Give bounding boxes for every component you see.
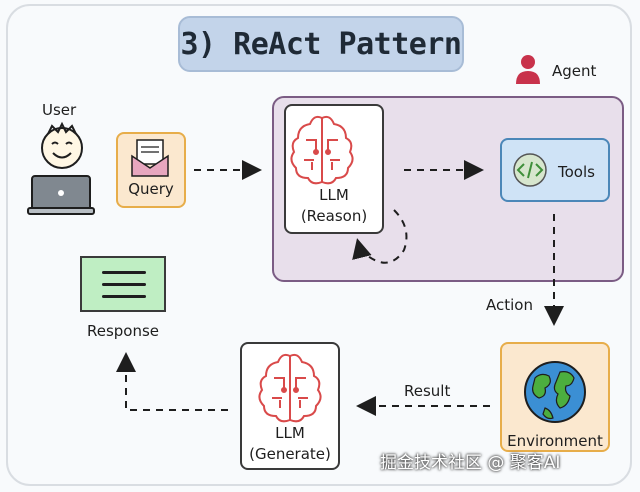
environment-label: Environment — [507, 432, 603, 450]
tools-label: Tools — [558, 163, 595, 181]
title-box: 3) ReAct Pattern — [178, 16, 464, 72]
llm-reason-label-line2: (Reason) — [300, 207, 368, 225]
user-label: User — [42, 101, 77, 119]
llm-reason-label-line1: LLM — [319, 186, 349, 204]
agent-label: Agent — [552, 62, 597, 80]
response-label: Response — [86, 322, 160, 340]
response-box — [80, 256, 166, 312]
diagram-title: 3) ReAct Pattern — [180, 26, 462, 62]
result-label: Result — [404, 382, 451, 400]
query-label: Query — [128, 180, 174, 198]
llm-generate-box — [240, 342, 340, 470]
watermark: 掘金技术社区 @ 聚客AI — [380, 453, 561, 473]
llm-generate-label-line1: LLM — [275, 424, 305, 442]
llm-generate-label-line2: (Generate) — [249, 445, 331, 463]
action-label: Action — [486, 296, 533, 314]
text-lines-icon — [102, 271, 146, 274]
tools-box — [500, 138, 610, 202]
